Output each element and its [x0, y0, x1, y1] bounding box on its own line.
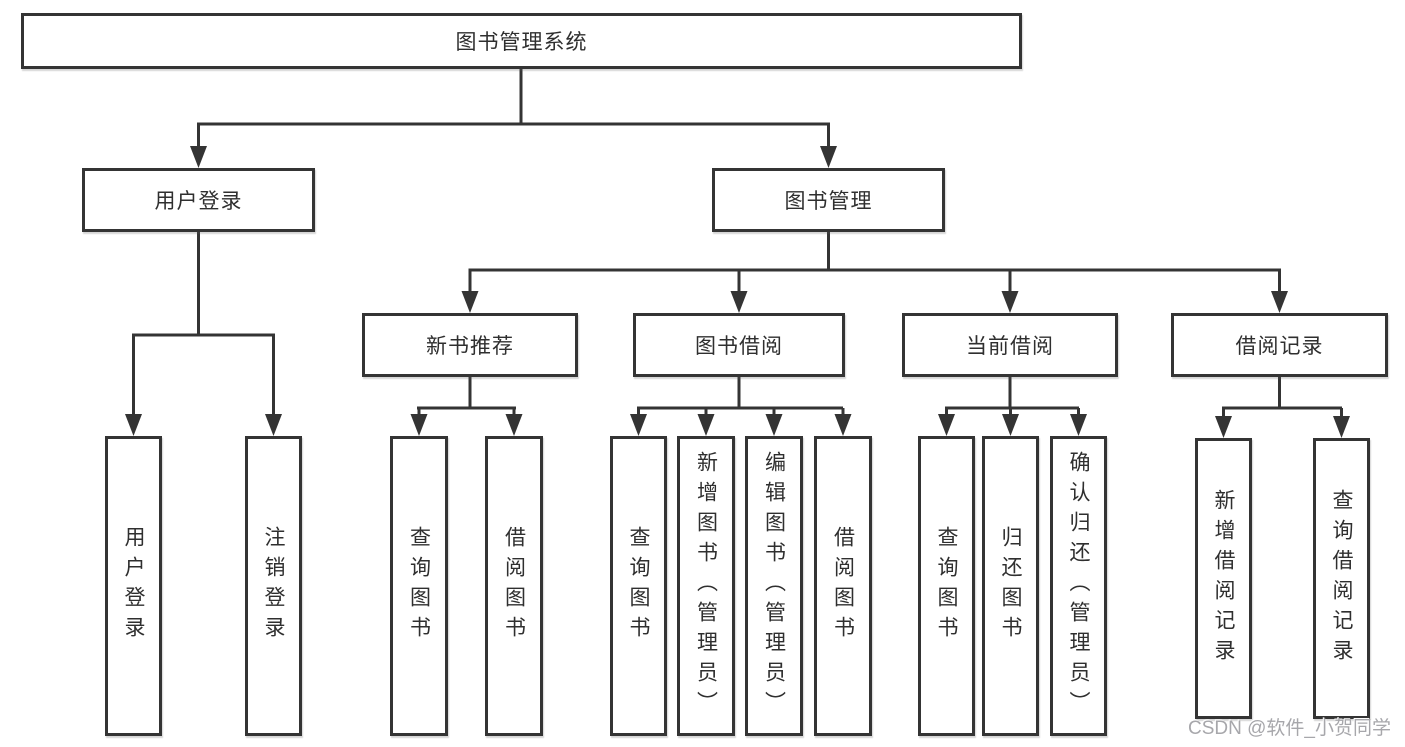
leaf-edit-books-admin-label: 编辑图书（管理员） — [762, 451, 786, 721]
leaf-query-books-borrowing: 查询图书 — [610, 436, 667, 736]
leaf-borrow-books-borrowing-label: 借阅图书 — [831, 526, 855, 646]
leaf-add-borrow-record: 新增借阅记录 — [1195, 438, 1252, 719]
arrow-heads — [125, 146, 1350, 438]
leaf-logout-label: 注销登录 — [262, 526, 285, 646]
leaf-add-borrow-record-label: 新增借阅记录 — [1212, 488, 1235, 669]
node-new-book-recommend: 新书推荐 — [362, 313, 578, 377]
node-new-book-recommend-label: 新书推荐 — [426, 335, 514, 358]
leaf-borrow-books-recommend: 借阅图书 — [485, 436, 543, 736]
csdn-watermark: CSDN @软件_小贺同学 — [1188, 718, 1391, 739]
leaf-query-books-current: 查询图书 — [918, 436, 975, 736]
leaf-query-books-recommend-label: 查询图书 — [407, 526, 431, 646]
node-current-borrowing: 当前借阅 — [902, 313, 1118, 377]
leaf-return-books-label: 归还图书 — [999, 526, 1022, 646]
leaf-query-books-recommend: 查询图书 — [390, 436, 448, 736]
leaf-user-login: 用户登录 — [105, 436, 162, 736]
leaf-return-books: 归还图书 — [982, 436, 1039, 736]
leaf-query-books-borrowing-label: 查询图书 — [627, 526, 650, 646]
leaf-query-books-current-label: 查询图书 — [935, 526, 958, 646]
node-user-login: 用户登录 — [82, 168, 315, 232]
node-book-management: 图书管理 — [712, 168, 945, 232]
node-current-borrowing-label: 当前借阅 — [966, 335, 1054, 358]
node-book-borrowing-label: 图书借阅 — [695, 335, 783, 358]
leaf-borrow-books-borrowing: 借阅图书 — [814, 436, 872, 736]
leaf-user-login-label: 用户登录 — [122, 526, 145, 646]
node-borrowing-records: 借阅记录 — [1171, 313, 1388, 377]
node-root: 图书管理系统 — [21, 13, 1022, 69]
leaf-query-borrow-record-label: 查询借阅记录 — [1330, 488, 1353, 669]
tree-edges — [132, 68, 1343, 418]
leaf-add-books-admin: 新增图书（管理员） — [677, 436, 735, 736]
node-user-login-label: 用户登录 — [154, 190, 243, 213]
leaf-confirm-return-admin-label: 确认归还（管理员） — [1067, 451, 1090, 721]
leaf-logout: 注销登录 — [245, 436, 302, 736]
leaf-confirm-return-admin: 确认归还（管理员） — [1050, 436, 1107, 736]
leaf-edit-books-admin: 编辑图书（管理员） — [745, 436, 803, 736]
node-borrowing-records-label: 借阅记录 — [1235, 335, 1324, 358]
node-book-borrowing: 图书借阅 — [633, 313, 845, 377]
leaf-add-books-admin-label: 新增图书（管理员） — [694, 451, 718, 721]
leaf-query-borrow-record: 查询借阅记录 — [1313, 438, 1370, 719]
node-root-label: 图书管理系统 — [455, 31, 588, 54]
node-book-management-label: 图书管理 — [784, 190, 873, 213]
leaf-borrow-books-recommend-label: 借阅图书 — [502, 526, 526, 646]
